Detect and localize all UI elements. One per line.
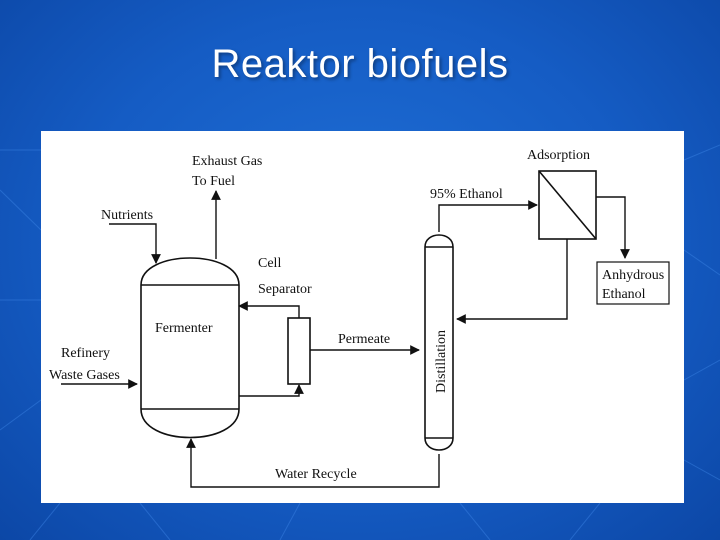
adsorption-recycle-line bbox=[456, 239, 568, 324]
process-diagram: Fermenter Nutrients Exhaust Gas To Fuel … bbox=[41, 131, 684, 503]
refinery-label-2: Waste Gases bbox=[49, 368, 120, 383]
anhydrous-line bbox=[596, 196, 630, 259]
slide-title: Reaktor biofuels bbox=[211, 42, 509, 86]
water-recycle-line bbox=[186, 438, 440, 488]
fermenter-label: Fermenter bbox=[155, 321, 213, 336]
separator-return-line bbox=[239, 384, 304, 397]
adsorption-unit bbox=[538, 170, 597, 240]
exhaust-label-2: To Fuel bbox=[192, 174, 235, 189]
anhydrous-product-box bbox=[596, 261, 670, 305]
fermenter-vessel bbox=[140, 257, 240, 439]
cell-separator-label-2: Separator bbox=[258, 282, 312, 297]
fermenter-to-separator-line bbox=[238, 301, 300, 318]
nutrients-line bbox=[109, 223, 161, 264]
anhydrous-label-1: Anhydrous bbox=[602, 268, 664, 283]
ethanol95-line bbox=[438, 200, 538, 232]
ethanol95-label: 95% Ethanol bbox=[430, 187, 503, 202]
nutrients-label: Nutrients bbox=[101, 208, 153, 223]
adsorption-label: Adsorption bbox=[527, 148, 590, 163]
water-recycle-label: Water Recycle bbox=[275, 467, 357, 482]
distillation-column bbox=[424, 234, 454, 451]
exhaust-label-1: Exhaust Gas bbox=[192, 154, 262, 169]
permeate-label: Permeate bbox=[338, 332, 390, 347]
anhydrous-label-2: Ethanol bbox=[602, 287, 646, 302]
cell-separator-label-1: Cell bbox=[258, 256, 281, 271]
cell-separator-unit bbox=[287, 317, 311, 385]
distillation-label: Distillation bbox=[434, 330, 449, 393]
refinery-label-1: Refinery bbox=[61, 346, 110, 361]
